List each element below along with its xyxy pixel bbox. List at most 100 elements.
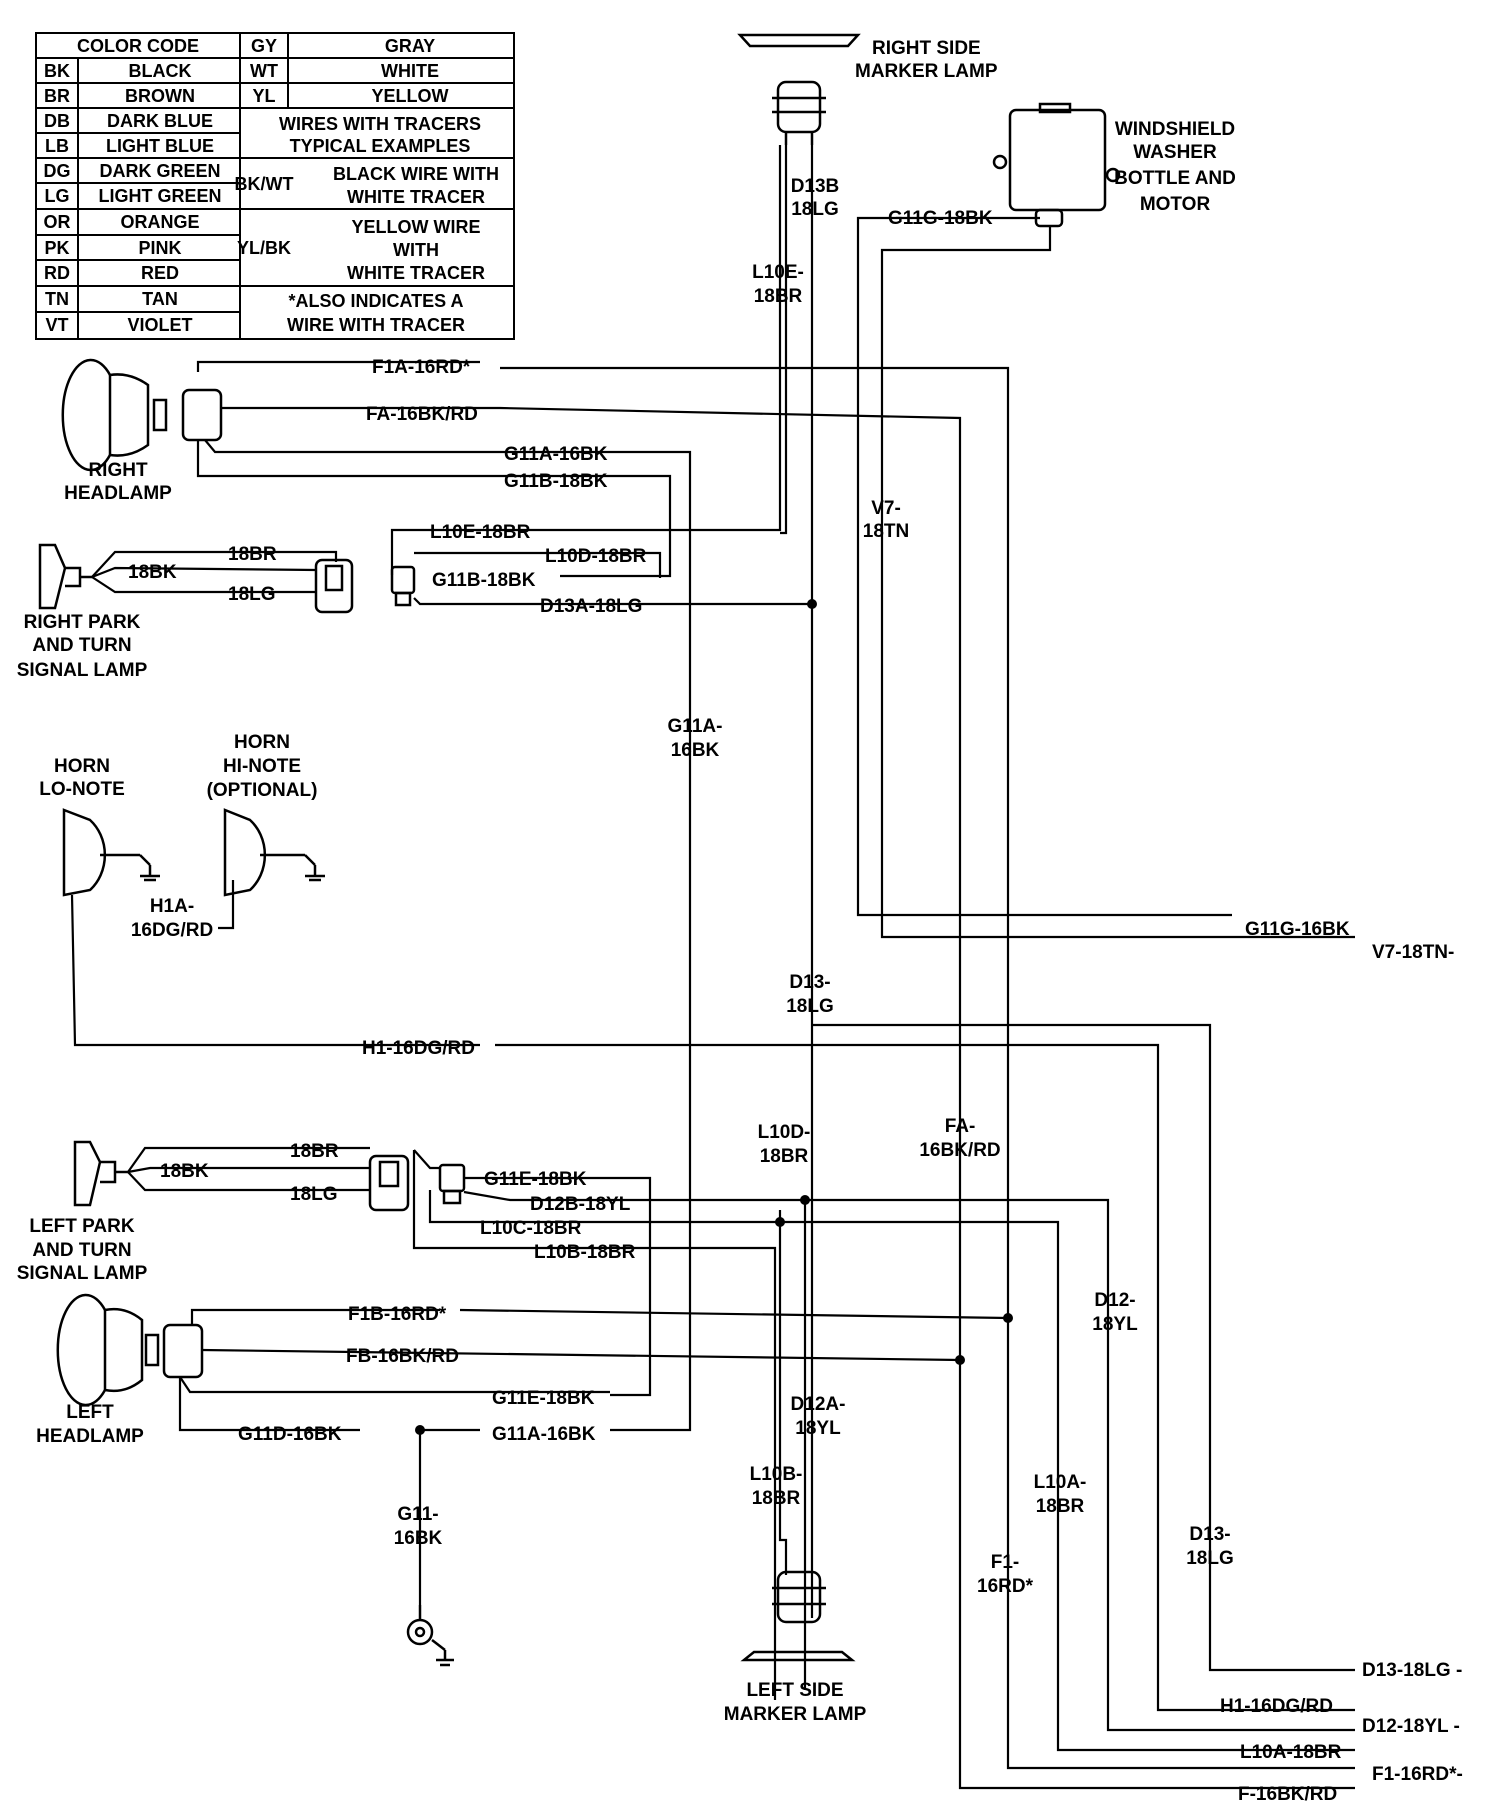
tracer-example-code: YL/BK: [237, 238, 291, 258]
wire-label: L10E-18BR: [430, 522, 531, 543]
tracer-example-desc: WHITE TRACER: [347, 263, 485, 283]
wire-label: F1B-16RD*: [348, 1304, 447, 1325]
color-code-entry: LG: [45, 186, 70, 206]
wire-label: 18BR: [228, 544, 277, 565]
color-code-entry: DB: [44, 111, 70, 131]
washer-label: WASHER: [1133, 142, 1217, 163]
horn-hi-label: (OPTIONAL): [207, 780, 318, 801]
wire-label: D12A-: [791, 1394, 846, 1415]
wire-label: 18BR: [1036, 1496, 1085, 1517]
tracer-example-code: BK/WT: [235, 174, 294, 194]
wire-label: G11D-16BK: [238, 1424, 342, 1445]
color-code-entry: YL: [252, 86, 275, 106]
tracer-heading: TYPICAL EXAMPLES: [290, 136, 471, 156]
wire-label: L10B-: [750, 1464, 803, 1485]
left-side-marker-lamp: LEFT SIDE MARKER LAMP: [724, 1570, 867, 1725]
tracer-example-desc: BLACK WIRE WITH: [333, 164, 499, 184]
wire-label: 18YL: [1092, 1314, 1138, 1335]
color-name-entry: BROWN: [125, 86, 195, 106]
wire-label: 16BK: [394, 1528, 443, 1549]
washer-label: MOTOR: [1140, 194, 1211, 215]
wire-label: G11B-18BK: [504, 471, 608, 492]
left-park-mating-connector: [438, 1163, 466, 1205]
color-name-entry: VIOLET: [127, 315, 192, 335]
wire-label: G11A-16BK: [492, 1424, 596, 1445]
wire-label: F1A-16RD*: [372, 357, 471, 378]
wire-label: L10C-18BR: [480, 1218, 582, 1239]
color-code-entry: BR: [44, 86, 70, 106]
color-name-entry: DARK BLUE: [107, 111, 213, 131]
left-headlamp-label: HEADLAMP: [36, 1426, 144, 1447]
horn-hi-label: HI-NOTE: [223, 756, 301, 777]
color-code-right-rows: GY GRAY WT WHITE YL YELLOW WIRES WITH TR…: [235, 36, 499, 335]
wire-label: 18BR: [752, 1488, 801, 1509]
right-park-turn-lamp: RIGHT PARK AND TURN SIGNAL LAMP: [17, 543, 354, 681]
left-side-marker-label: MARKER LAMP: [724, 1704, 867, 1725]
wire-label: V7-: [871, 498, 901, 519]
wire-label: H1A-: [150, 896, 194, 917]
wire-label: D13B: [791, 176, 840, 197]
left-headlamp: LEFT HEADLAMP: [36, 1293, 204, 1447]
wire-label: D13-: [789, 972, 830, 993]
wire-label: G11A-: [668, 716, 723, 737]
color-code-entry: BK: [44, 61, 70, 81]
tracer-example-desc: YELLOW WIRE: [352, 217, 481, 237]
wire-label: 18LG: [786, 996, 834, 1017]
wire-label: D12-: [1094, 1290, 1135, 1311]
junction-dots: [415, 599, 1013, 1435]
wire-label: D13-18LG -: [1362, 1660, 1462, 1681]
wire-label: L10D-18BR: [545, 546, 647, 567]
wire-label: L10A-: [1034, 1472, 1087, 1493]
wire-label: V7-18TN-: [1372, 942, 1454, 963]
tracer-heading: WIRES WITH TRACERS: [279, 114, 481, 134]
right-park-label: SIGNAL LAMP: [17, 660, 148, 681]
wire-label: L10D-: [758, 1122, 811, 1143]
wire-label: FA-16BK/RD: [366, 404, 478, 425]
wire-label: 16RD*: [977, 1576, 1034, 1597]
color-name-entry: YELLOW: [372, 86, 449, 106]
right-headlamp-label: HEADLAMP: [64, 483, 172, 504]
right-park-label: AND TURN: [32, 635, 131, 656]
wire-label: G11G-16BK: [1245, 919, 1350, 940]
color-name-entry: LIGHT GREEN: [98, 186, 221, 206]
right-side-marker-lamp: RIGHT SIDE MARKER LAMP: [737, 33, 998, 145]
wire-label: 18LG: [228, 584, 276, 605]
color-name-entry: BLACK: [129, 61, 192, 81]
wire-label: 18LG: [290, 1184, 338, 1205]
wire-label: L10A-18BR: [1240, 1742, 1342, 1763]
left-park-label: LEFT PARK: [29, 1216, 134, 1237]
color-code-entry: OR: [44, 212, 71, 232]
wire-label: G11-: [397, 1504, 438, 1525]
color-name-entry: TAN: [142, 289, 178, 309]
color-name-entry: LIGHT BLUE: [106, 136, 214, 156]
color-name-entry: ORANGE: [120, 212, 199, 232]
wire-label: G11G-18BK: [888, 208, 993, 229]
color-code-entry: WT: [250, 61, 278, 81]
tracer-note: *ALSO INDICATES A: [288, 291, 463, 311]
horn-lo-note: HORN LO-NOTE: [39, 756, 160, 897]
ground-terminal: [406, 1605, 454, 1667]
tracer-note: WIRE WITH TRACER: [287, 315, 465, 335]
wire-labels: D13B 18LG L10E- 18BR G11G-18BK F1A-16RD*…: [128, 176, 1463, 1805]
color-code-entry: RD: [44, 263, 70, 283]
wire-label: D13-: [1189, 1524, 1230, 1545]
wire-label: 18BK: [160, 1161, 209, 1182]
left-park-label: SIGNAL LAMP: [17, 1263, 148, 1284]
color-code-title: COLOR CODE: [77, 36, 199, 56]
horn-hi-label: HORN: [234, 732, 290, 753]
color-code-entry: TN: [45, 289, 69, 309]
tracer-example-desc: WHITE TRACER: [347, 187, 485, 207]
washer-label: BOTTLE AND: [1114, 168, 1236, 189]
right-headlamp-label: RIGHT: [88, 460, 148, 481]
wire-label: H1-16DG/RD: [362, 1038, 475, 1059]
wire-label: 16BK/RD: [919, 1140, 1000, 1161]
wire-label: 18BR: [760, 1146, 809, 1167]
wire-label: D13A-18LG: [540, 596, 642, 617]
wire-label: G11E-18BK: [492, 1388, 595, 1409]
color-code-table: COLOR CODE BK BLACK BR BROWN DB DARK BLU…: [35, 32, 515, 340]
wire-label: 16DG/RD: [131, 920, 213, 941]
wires: [70, 145, 1355, 1790]
color-code-entry: GY: [251, 36, 277, 56]
wire-label: 18TN: [863, 521, 909, 542]
